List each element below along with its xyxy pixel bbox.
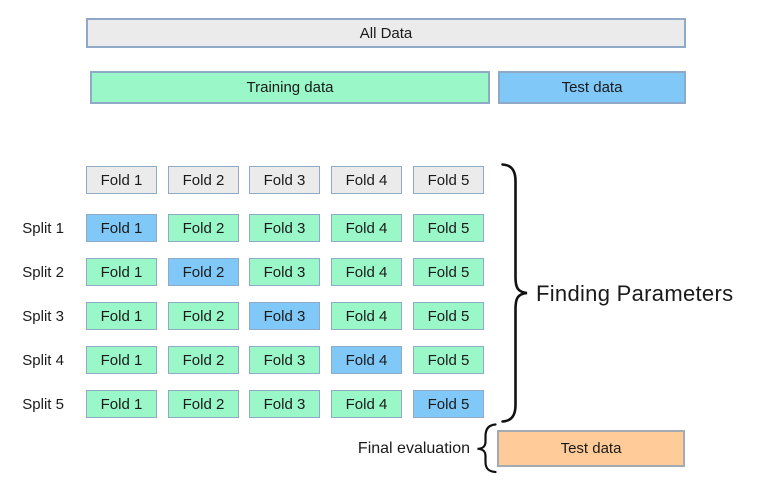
fold-cell: Fold 1: [86, 346, 157, 374]
final-evaluation-brace: [477, 423, 497, 474]
fold-cell-test: Fold 1: [86, 214, 157, 242]
finding-parameters-label: Finding Parameters: [536, 281, 734, 306]
fold-cell-test: Fold 2: [168, 258, 239, 286]
fold-cell: Fold 5: [413, 258, 484, 286]
fold-cell: Fold 5: [413, 346, 484, 374]
split-label: Split 4: [22, 351, 64, 369]
fold-cell: Fold 2: [168, 302, 239, 330]
fold-cell: Fold 1: [86, 302, 157, 330]
split-label: Split 3: [22, 307, 64, 325]
split-label: Split 5: [22, 395, 64, 413]
fold-cell-test: Fold 5: [413, 390, 484, 418]
fold-cell: Fold 3: [249, 214, 320, 242]
fold-header-cell: Fold 3: [249, 166, 320, 194]
fold-cell: Fold 4: [331, 302, 402, 330]
fold-cell: Fold 5: [413, 214, 484, 242]
split-label: Split 1: [22, 219, 64, 237]
fold-cell: Fold 1: [86, 258, 157, 286]
fold-cell: Fold 4: [331, 390, 402, 418]
fold-cell: Fold 3: [249, 390, 320, 418]
fold-cell: Fold 2: [168, 346, 239, 374]
finding-parameters-brace: [501, 163, 528, 423]
final-test-data-bar: Test data: [497, 430, 685, 467]
fold-cell: Fold 4: [331, 214, 402, 242]
fold-header-cell: Fold 4: [331, 166, 402, 194]
fold-header-cell: Fold 2: [168, 166, 239, 194]
fold-header-cell: Fold 1: [86, 166, 157, 194]
fold-cell: Fold 5: [413, 302, 484, 330]
fold-cell-test: Fold 3: [249, 302, 320, 330]
all-data-bar: All Data: [86, 18, 686, 48]
training-data-bar: Training data: [90, 71, 490, 104]
fold-header-cell: Fold 5: [413, 166, 484, 194]
split-label: Split 2: [22, 263, 64, 281]
fold-cell: Fold 3: [249, 346, 320, 374]
fold-cell: Fold 2: [168, 214, 239, 242]
fold-cell: Fold 3: [249, 258, 320, 286]
test-data-bar: Test data: [498, 71, 686, 104]
fold-cell: Fold 2: [168, 390, 239, 418]
fold-cell: Fold 1: [86, 390, 157, 418]
final-evaluation-label: Final evaluation: [357, 440, 470, 457]
fold-cell-test: Fold 4: [331, 346, 402, 374]
fold-cell: Fold 4: [331, 258, 402, 286]
